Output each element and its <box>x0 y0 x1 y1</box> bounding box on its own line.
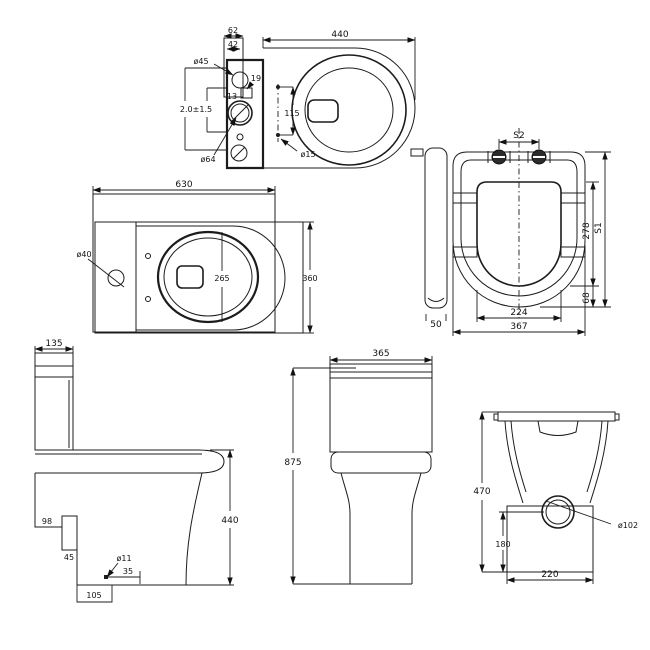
dim-440-side: 440 <box>221 516 238 526</box>
fixing-hole-1 <box>146 254 151 259</box>
cistern-lid-side <box>35 353 73 366</box>
bowl-rear-right-inner <box>587 421 602 492</box>
dim-440-top: 440 <box>331 30 348 40</box>
dim-115: 115 <box>284 109 299 118</box>
pan-skirt-box <box>62 516 77 550</box>
fixing-hole-2 <box>146 297 151 302</box>
seat-side-profile <box>425 148 447 308</box>
foot-dim-box <box>77 585 112 602</box>
fitting-step <box>241 88 252 98</box>
hole-bottom <box>231 145 247 161</box>
pedestal-right <box>412 473 421 584</box>
flush-opening-plan <box>177 266 203 288</box>
bowl-footprint <box>95 222 303 333</box>
dim-105: 105 <box>86 591 101 600</box>
view-rear: ø102 470 180 220 <box>473 412 638 584</box>
outlet-inner <box>546 500 570 524</box>
dim-o102: ø102 <box>618 521 638 530</box>
dim-875: 875 <box>284 458 301 468</box>
seat-front <box>331 452 431 473</box>
dim-42: 42 <box>228 40 238 49</box>
dim-365: 365 <box>372 349 389 359</box>
seat-ring-inner <box>305 68 393 152</box>
hole-64-outer <box>228 101 252 125</box>
flush-recess <box>538 421 578 436</box>
hinge-tab-left-1 <box>453 193 477 203</box>
cistern-side <box>35 377 73 450</box>
seat-rear-nub-right <box>615 414 619 420</box>
dim-224: 224 <box>510 308 527 318</box>
view-cistern-fittings-top: 62 42 ø45 19 13 ø64 2.0±1.5 <box>180 26 263 168</box>
dim-62: 62 <box>228 26 238 35</box>
seat-rear-nub-left <box>494 414 498 420</box>
dim-45: 45 <box>64 553 74 562</box>
dim-s2: S2 <box>513 131 524 141</box>
dim-o45: ø45 <box>193 57 208 66</box>
dim-360: 360 <box>302 274 317 283</box>
dim-13: 13 <box>227 92 237 101</box>
view-seat-top: 115 ø15 440 <box>263 30 415 168</box>
dim-o40: ø40 <box>76 250 91 259</box>
seat-ring-outer <box>292 55 406 165</box>
seat-inner-ring <box>477 182 561 286</box>
bowl-rim-outer <box>158 232 258 322</box>
cistern-front <box>330 364 432 452</box>
dim-50: 50 <box>430 320 442 330</box>
dim-19: 19 <box>251 74 261 83</box>
hole-small <box>237 134 243 140</box>
dim-630: 630 <box>175 180 192 190</box>
bowl-rear-right <box>590 421 608 503</box>
dim-180: 180 <box>495 540 510 549</box>
dim-o11: ø11 <box>116 554 131 563</box>
dim-68: 68 <box>582 292 592 304</box>
dim-s1: S1 <box>594 222 604 233</box>
dim-o64: ø64 <box>200 155 215 164</box>
rim-seat-side <box>35 450 224 473</box>
hinge-tab-left-2 <box>453 247 477 257</box>
dim-135: 135 <box>45 339 62 349</box>
fixing-hole-marker <box>104 575 108 579</box>
bowl-rear-left-inner <box>511 421 526 492</box>
hole-40 <box>108 270 124 286</box>
seat-hinge-pin <box>411 149 423 156</box>
seat-outline-plan <box>136 226 285 330</box>
bowl-rear-left <box>505 421 523 503</box>
dim-367: 367 <box>510 322 527 332</box>
seat-rear-bar <box>498 412 615 421</box>
dim-35: 35 <box>123 567 133 576</box>
view-seat-detail: 50 S2 278 68 S1 224 <box>411 128 611 336</box>
hinge-tab-right-2 <box>561 247 585 257</box>
dim-470: 470 <box>473 487 490 497</box>
cistern-lid-band <box>35 366 73 377</box>
cistern-footprint <box>93 194 275 332</box>
view-pan-plan: ø40 265 630 360 <box>76 180 318 333</box>
pedestal-left <box>341 473 350 584</box>
hole-45 <box>232 72 248 88</box>
dim-o15: ø15 <box>300 150 315 159</box>
view-front: 365 875 <box>284 349 432 584</box>
seat-lid-outline <box>461 160 577 296</box>
dim-tolerance: 2.0±1.5 <box>180 105 212 114</box>
pedestal-base-rear <box>507 506 593 572</box>
dim-220: 220 <box>541 570 558 580</box>
bowl-rim-inner <box>164 238 252 316</box>
hinge-tab-right-1 <box>561 193 585 203</box>
view-side: 135 98 45 105 ø11 35 440 <box>35 339 239 602</box>
pan-back-step <box>35 473 62 527</box>
dim-98: 98 <box>42 517 52 526</box>
hole-64-inner <box>231 104 249 122</box>
bowl-top-outline <box>263 48 415 168</box>
dim-265: 265 <box>214 274 229 283</box>
dim-278: 278 <box>582 222 592 239</box>
cistern-body-outline <box>227 60 263 168</box>
flush-opening <box>308 100 338 122</box>
pan-front-curve <box>186 473 202 585</box>
outlet-outer <box>542 496 574 528</box>
seat-outer-outline <box>453 152 585 307</box>
